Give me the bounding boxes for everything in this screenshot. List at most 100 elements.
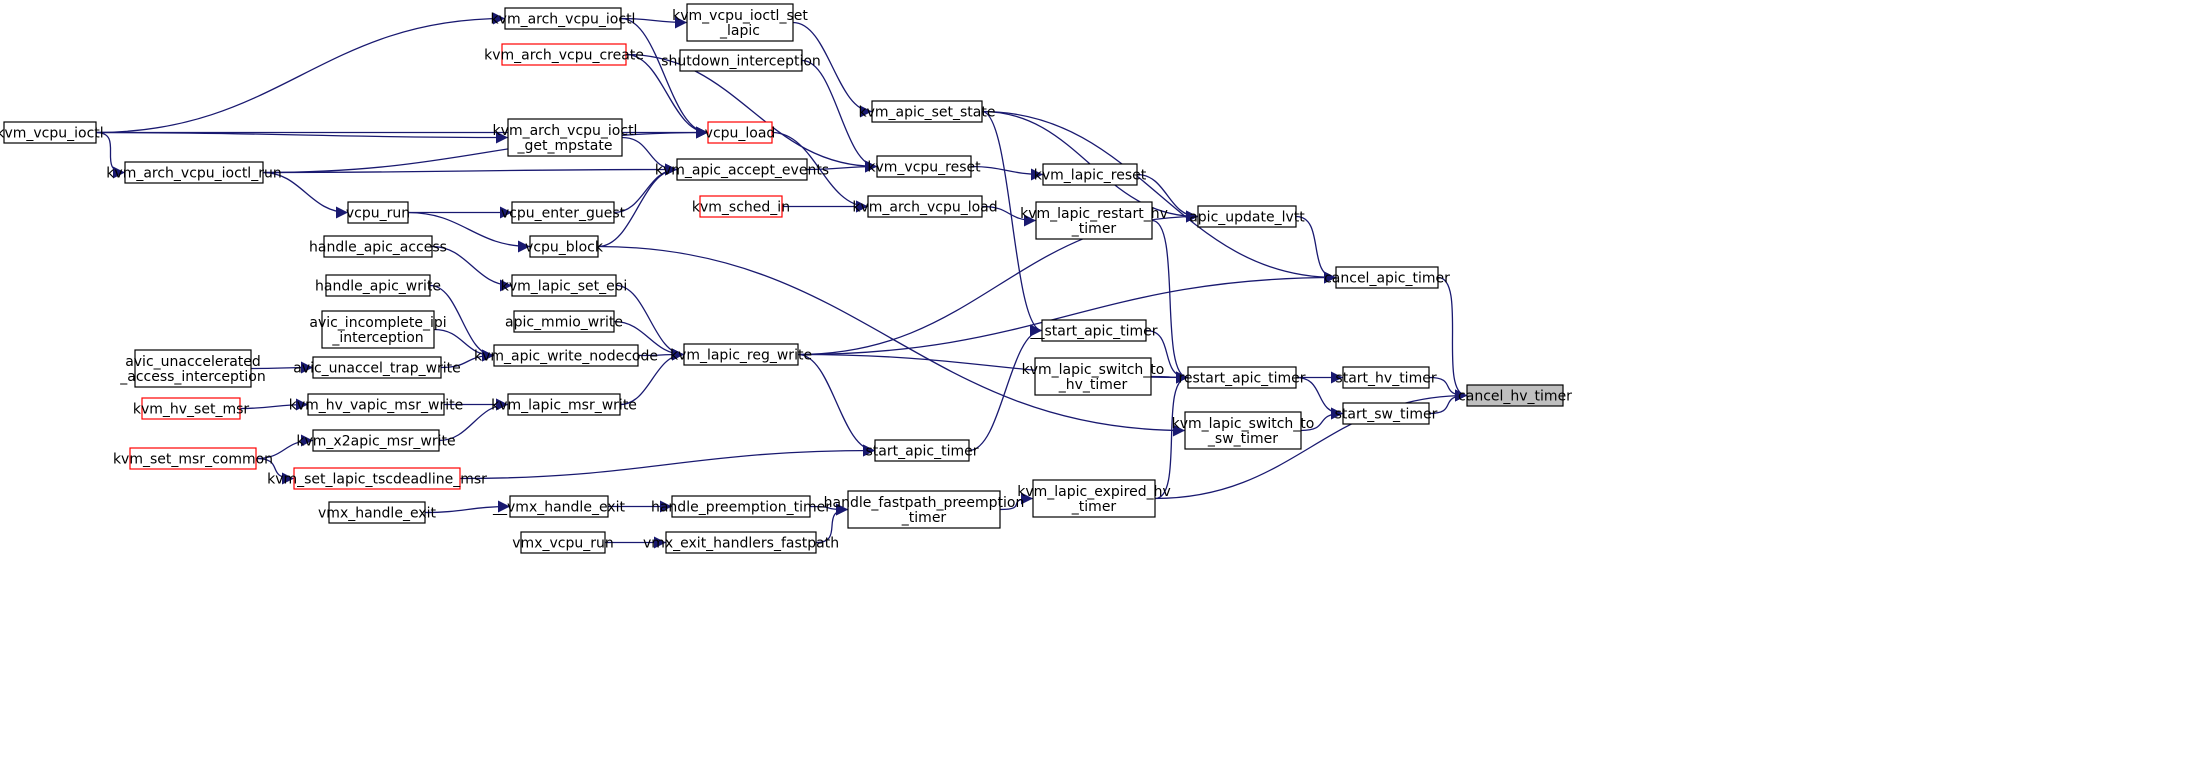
node-kvm_arch_vcpu_ioctl[interactable]: kvm_arch_vcpu_ioctl [491,7,636,30]
node-kvm_apic_set_state[interactable]: kvm_apic_set_state [859,100,996,123]
edge-kvm_arch_vcpu_ioctl-to-kvm_vcpu_ioctl_set_lapic [620,16,688,29]
edge-kvm_arch_vcpu_ioctl_run-to-vcpu_run [262,171,349,219]
node-label: start_hv_timer [1335,371,1436,387]
node-label: kvm_arch_vcpu_ioctl_run [106,166,281,182]
node-box [513,310,615,333]
node-label: vmx_exit_handlers_fastpath [643,536,839,552]
node-kvm_lapic_expired_hv_timer[interactable]: kvm_lapic_expired_hv_timer [1017,479,1171,518]
node-label: cancel_apic_timer [1324,271,1450,287]
node-kvm_arch_vcpu_ioctl_run[interactable]: kvm_arch_vcpu_ioctl_run [106,161,282,184]
edge-vcpu_block-to-kvm_apic_accept_events [597,163,678,248]
node-vcpu_block[interactable]: vcpu_block [525,235,604,258]
node-box [293,467,461,490]
node-kvm_lapic_set_eoi[interactable]: kvm_lapic_set_eoi [501,274,627,297]
node-__vmx_handle_exit[interactable]: __vmx_handle_exit [492,495,625,518]
node-handle_apic_write[interactable]: handle_apic_write [315,274,441,297]
node-label: _timer [901,510,947,526]
node-box [707,121,773,144]
node-vmx_exit_handlers_fastpath[interactable]: vmx_exit_handlers_fastpath [643,531,839,554]
node-box [665,531,817,554]
node-label: vcpu_block [525,240,604,256]
node-label: kvm_lapic_restart_hv [1020,206,1168,222]
node-box [321,310,435,349]
node-vcpu_enter_guest[interactable]: vcpu_enter_guest [501,201,626,224]
node-vcpu_run[interactable]: vcpu_run [346,201,410,224]
node-cancel_apic_timer[interactable]: cancel_apic_timer [1324,266,1450,289]
node-apic_mmio_write[interactable]: apic_mmio_write [505,310,623,333]
node-shutdown_interception[interactable]: shutdown_interception [661,49,821,72]
node-kvm_lapic_switch_to_hv_timer[interactable]: kvm_lapic_switch_to_hv_timer [1022,357,1165,396]
node-label: vcpu_load [705,126,776,142]
node-vmx_vcpu_run[interactable]: vmx_vcpu_run [512,531,614,554]
node-kvm_hv_vapic_msr_write[interactable]: kvm_hv_vapic_msr_write [289,393,463,416]
edge-kvm_arch_vcpu_load-to-kvm_lapic_restart_hv_timer [981,205,1037,227]
node-kvm_lapic_reg_write[interactable]: kvm_lapic_reg_write [670,343,812,366]
node-kvm_vcpu_ioctl_set_lapic[interactable]: kvm_vcpu_ioctl_set_lapic [672,3,808,42]
node-avic_unaccelerated_access_interception[interactable]: avic_unaccelerated_access_interception [119,349,266,388]
node-avic_incomplete_ipi_interception[interactable]: avic_incomplete_ipi_interception [309,310,447,349]
node-kvm_hv_set_msr[interactable]: kvm_hv_set_msr [133,397,250,420]
node-start_apic_timer[interactable]: start_apic_timer [865,439,979,462]
node-kvm_apic_write_nodecode[interactable]: kvm_apic_write_nodecode [474,344,658,367]
node-start_hv_timer[interactable]: start_hv_timer [1335,366,1437,389]
node-box [686,3,794,42]
node-kvm_arch_vcpu_load[interactable]: kvm_arch_vcpu_load [852,195,998,218]
node-kvm_sched_in[interactable]: kvm_sched_in [692,195,790,218]
node-box [1041,319,1147,342]
node-handle_apic_access[interactable]: handle_apic_access [309,235,447,258]
node-__start_apic_timer[interactable]: __start_apic_timer [1029,319,1158,342]
node-box [328,501,426,524]
node-kvm_lapic_reset[interactable]: kvm_lapic_reset [1034,163,1147,186]
node-label: kvm_hv_vapic_msr_write [289,398,463,414]
node-avic_unaccel_trap_write[interactable]: avic_unaccel_trap_write [293,356,461,379]
node-box [504,7,622,30]
node-label: cancel_hv_timer [1458,389,1572,405]
node-box [312,356,442,379]
edge-kvm_vcpu_ioctl-to-kvm_arch_vcpu_ioctl_run [95,131,126,179]
node-kvm_lapic_restart_hv_timer[interactable]: kvm_lapic_restart_hv_timer [1020,201,1168,240]
node-label: apic_update_lvtt [1189,210,1305,226]
node-restart_apic_timer[interactable]: restart_apic_timer [1178,366,1306,389]
node-apic_update_lvtt[interactable]: apic_update_lvtt [1189,205,1305,228]
node-box [507,393,621,416]
node-box [507,118,623,157]
node-cancel_hv_timer[interactable]: cancel_hv_timer [1458,384,1572,407]
node-kvm_apic_accept_events[interactable]: kvm_apic_accept_events [655,158,829,181]
node-kvm_vcpu_reset[interactable]: kvm_vcpu_reset [867,155,981,178]
node-box [1042,163,1138,186]
edge-kvm_apic_accept_events-to-kvm_vcpu_reset [806,160,878,173]
node-box [1335,266,1439,289]
node-start_sw_timer[interactable]: start_sw_timer [1335,402,1438,425]
edge-kvm_arch_vcpu_ioctl-to-vcpu_load [620,17,709,139]
node-kvm_arch_vcpu_create[interactable]: kvm_arch_vcpu_create [484,43,644,66]
edge-kvm_lapic_restart_hv_timer-to-restart_apic_timer [1151,219,1189,384]
node-label: vcpu_run [346,206,410,222]
edge-kvm_vcpu_ioctl-to-kvm_arch_vcpu_ioctl [95,12,506,134]
node-label: kvm_lapic_switch_to [1172,416,1315,432]
function-nodes: kvm_vcpu_ioctlkvm_arch_vcpu_ioctl_runkvm… [0,3,1572,554]
edge-kvm_set_msr_common-to-kvm_set_lapic_tscdeadline_msr [255,457,295,485]
node-label: _timer [1071,499,1117,515]
node-kvm_lapic_msr_write[interactable]: kvm_lapic_msr_write [491,393,637,416]
node-vcpu_load[interactable]: vcpu_load [705,121,776,144]
node-handle_fastpath_preemption_timer[interactable]: handle_fastpath_preemption_timer [824,490,1025,529]
node-vmx_handle_exit[interactable]: vmx_handle_exit [318,501,436,524]
node-label: kvm_lapic_expired_hv [1017,484,1171,500]
node-kvm_set_msr_common[interactable]: kvm_set_msr_common [113,447,273,470]
node-kvm_set_lapic_tscdeadline_msr[interactable]: kvm_set_lapic_tscdeadline_msr [267,467,487,490]
node-label: handle_fastpath_preemption [824,495,1025,511]
node-kvm_vcpu_ioctl[interactable]: kvm_vcpu_ioctl [0,121,104,144]
node-kvm_arch_vcpu_ioctl_get_mpstate[interactable]: kvm_arch_vcpu_ioctl_get_mpstate [493,118,638,157]
node-label: avic_unaccelerated [125,354,261,370]
edge-kvm_vcpu_ioctl-to-kvm_arch_vcpu_ioctl_get_mpstate [95,131,509,144]
node-label: restart_apic_timer [1178,371,1305,387]
edge-cancel_apic_timer-to-cancel_hv_timer [1437,276,1468,402]
edge-start_sw_timer-to-cancel_hv_timer [1428,389,1468,415]
node-kvm_lapic_switch_to_sw_timer[interactable]: kvm_lapic_switch_to_sw_timer [1172,411,1315,450]
node-handle_preemption_timer[interactable]: handle_preemption_timer [651,495,831,518]
node-box [867,195,983,218]
node-kvm_x2apic_msr_write[interactable]: kvm_x2apic_msr_write [296,429,456,452]
edge-kvm_lapic_expired_hv_timer-to-restart_apic_timer [1154,371,1189,500]
node-label: shutdown_interception [661,54,821,70]
edge-avic_unaccel_trap_write-to-kvm_apic_write_nodecode [440,349,495,369]
